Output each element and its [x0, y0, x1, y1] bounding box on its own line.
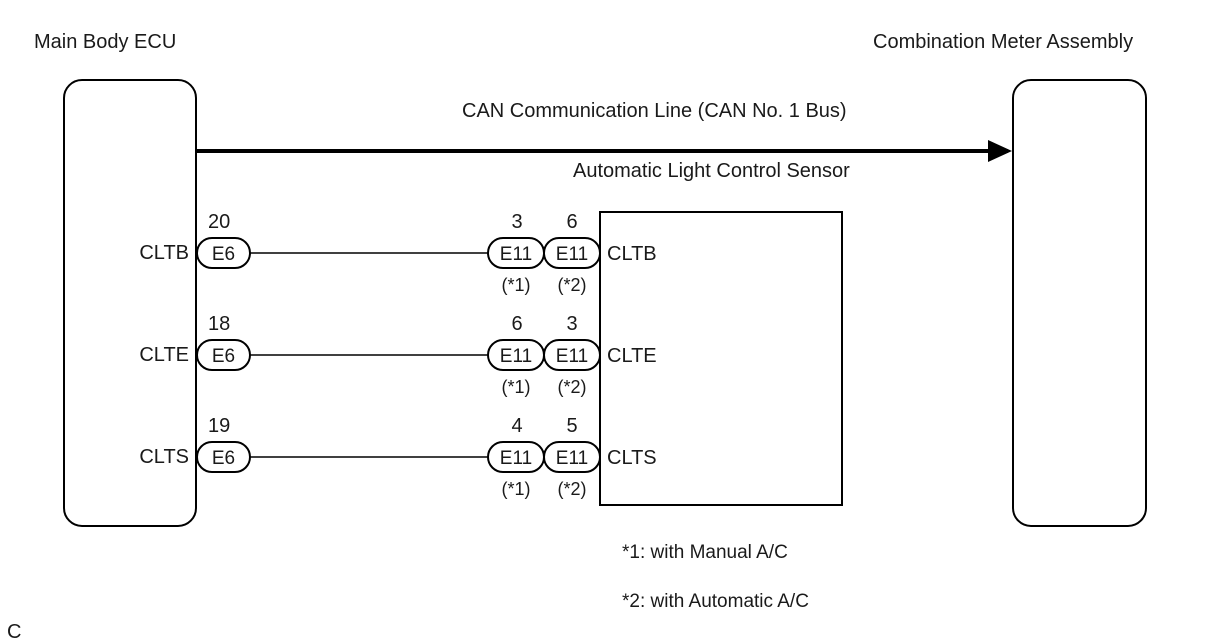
manual-note: (*1): [501, 275, 530, 295]
automatic-note: (*2): [557, 377, 586, 397]
connector-e11-manual-label: E11: [500, 244, 532, 265]
sensor-terminal-cltb: CLTB: [607, 243, 657, 265]
sensor-pin-2: 5: [566, 415, 577, 437]
automatic-note: (*2): [557, 479, 586, 499]
manual-note: (*1): [501, 479, 530, 499]
ecu-terminal-clts: CLTS: [139, 446, 189, 468]
sensor-pin-2: 6: [566, 211, 577, 233]
combination-meter-label: Combination Meter Assembly: [873, 31, 1133, 53]
sensor-pin-1: 4: [511, 415, 522, 437]
sensor-pin-1: 6: [511, 313, 522, 335]
main-body-ecu-box: [63, 79, 197, 527]
connector-e11-auto-label: E11: [556, 244, 588, 265]
automatic-note: (*2): [557, 275, 586, 295]
connector-e11-auto-pill: [543, 237, 601, 269]
ecu-pin-20: 20: [208, 211, 230, 233]
circuit-clts: CLTS 19 E6 4 5 E11 E11 (*1) (*2) CLTS: [139, 415, 656, 499]
can-line-label: CAN Communication Line (CAN No. 1 Bus): [462, 100, 847, 122]
circuit-cltb: CLTB 20 E6 3 6 E11 E11 (*1) (*2) CLTB: [139, 211, 656, 295]
sensor-label: Automatic Light Control Sensor: [573, 160, 850, 182]
connector-e11-auto-pill: [543, 441, 601, 473]
ecu-terminal-cltb: CLTB: [139, 242, 189, 264]
ecu-terminal-clte: CLTE: [139, 344, 189, 366]
sensor-terminal-clts: CLTS: [607, 447, 657, 469]
combination-meter-box: [1012, 79, 1147, 527]
connector-e6-label: E6: [212, 244, 235, 265]
manual-ac-note: *1: with Manual A/C: [622, 542, 788, 563]
connector-e6-label: E6: [212, 448, 235, 469]
corner-mark: C: [7, 621, 21, 643]
connector-e11-auto-pill: [543, 339, 601, 371]
automatic-ac-note: *2: with Automatic A/C: [622, 591, 809, 612]
sensor-terminal-clte: CLTE: [607, 345, 657, 367]
main-body-ecu-label: Main Body ECU: [34, 31, 176, 53]
connector-e11-auto-label: E11: [556, 448, 588, 469]
ecu-pin-19: 19: [208, 415, 230, 437]
can-line-arrowhead: [988, 140, 1012, 162]
connector-e11-manual-label: E11: [500, 448, 532, 469]
sensor-pin-1: 3: [511, 211, 522, 233]
circuit-clte: CLTE 18 E6 6 3 E11 E11 (*1) (*2) CLTE: [139, 313, 656, 397]
connector-e6-label: E6: [212, 346, 235, 367]
sensor-pin-2: 3: [566, 313, 577, 335]
manual-note: (*1): [501, 377, 530, 397]
connector-e11-manual-label: E11: [500, 346, 532, 367]
connector-e11-auto-label: E11: [556, 346, 588, 367]
ecu-pin-18: 18: [208, 313, 230, 335]
